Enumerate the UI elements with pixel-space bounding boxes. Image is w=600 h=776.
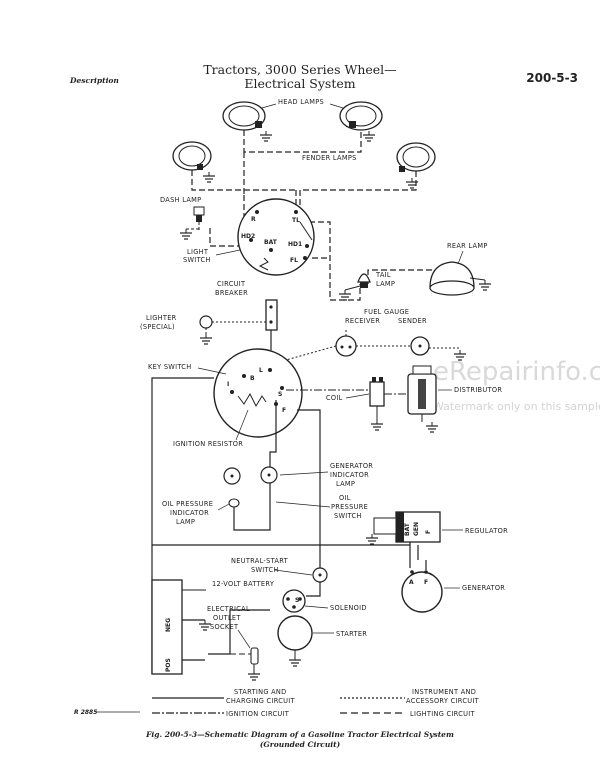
generator-indicator-label-3: LAMP bbox=[336, 480, 355, 488]
solenoid-label: SOLENOID bbox=[330, 604, 367, 612]
coil-label: COIL bbox=[326, 394, 343, 402]
electrical-outlet-socket bbox=[230, 647, 261, 681]
terminal-f: F bbox=[282, 407, 286, 414]
fender-lamp-left bbox=[172, 141, 216, 183]
terminal-fl: FL bbox=[290, 257, 298, 264]
legend-starting-2: CHARGING CIRCUIT bbox=[226, 697, 296, 705]
terminal-tl: TL bbox=[292, 217, 300, 224]
oil-pressure-indicator-label-2: INDICATOR bbox=[170, 509, 209, 517]
head-lamp-right bbox=[339, 101, 383, 142]
regulator-f: F bbox=[425, 530, 432, 534]
regulator-label: REGULATOR bbox=[465, 527, 508, 535]
starter-label: STARTER bbox=[336, 630, 367, 638]
fender-lamps-label: FENDER LAMPS bbox=[302, 154, 357, 162]
watermark-note: Watermark only on this sample bbox=[433, 400, 600, 413]
regulator-bat: BAT bbox=[404, 522, 411, 536]
dash-lamp-label: DASH LAMP bbox=[160, 196, 201, 204]
outlet-label-2: OUTLET bbox=[213, 614, 241, 622]
regulator bbox=[365, 511, 441, 545]
terminal-b: B bbox=[250, 375, 255, 382]
fuel-gauge-label-1: FUEL GAUGE bbox=[364, 308, 409, 316]
section-label: Description bbox=[70, 76, 119, 85]
terminal-l: L bbox=[259, 367, 263, 374]
battery bbox=[151, 579, 212, 675]
ignition-resistor-label: IGNITION RESISTOR bbox=[173, 440, 243, 448]
light-switch-label-2: SWITCH bbox=[183, 256, 211, 264]
legend-starting-1: STARTING AND bbox=[234, 688, 287, 696]
outlet-label-1: ELECTRICAL bbox=[207, 605, 250, 613]
dash-lamp bbox=[179, 206, 205, 240]
neutral-start-switch bbox=[312, 567, 328, 583]
oil-pressure-indicator-lamp bbox=[223, 467, 241, 508]
page-number: 200-5-3 bbox=[526, 71, 578, 85]
key-switch-label: KEY SWITCH bbox=[148, 363, 191, 371]
tail-lamp bbox=[338, 273, 371, 301]
generator-indicator-label-2: INDICATOR bbox=[330, 471, 369, 479]
generator bbox=[401, 560, 443, 613]
circuit-breaker bbox=[265, 299, 278, 331]
light-switch-label-1: LIGHT bbox=[187, 248, 209, 256]
distributor-label: DISTRIBUTOR bbox=[454, 386, 502, 394]
circuit-breaker-label-1: CIRCUIT bbox=[217, 280, 246, 288]
sender-label: SENDER bbox=[398, 317, 427, 325]
lighter bbox=[199, 315, 266, 345]
lighter-label-2: (SPECIAL) bbox=[140, 323, 175, 331]
page-title-line-2: Electrical System bbox=[244, 76, 356, 91]
neutral-start-label-2: SWITCH bbox=[251, 566, 279, 574]
lighting-circuit-wiring bbox=[191, 130, 440, 301]
legend bbox=[152, 697, 405, 714]
legend-lighting: LIGHTING CIRCUIT bbox=[410, 710, 475, 718]
regulator-gen: GEN bbox=[413, 522, 420, 536]
light-switch bbox=[237, 198, 315, 276]
terminal-r: R bbox=[251, 216, 256, 223]
outlet-label-3: SOCKET bbox=[210, 623, 239, 631]
oil-pressure-switch-label-3: SWITCH bbox=[334, 512, 362, 520]
head-lamps-label: HEAD LAMPS bbox=[278, 98, 324, 106]
generator-label: GENERATOR bbox=[462, 584, 505, 592]
oil-pressure-switch-label-2: PRESSURE bbox=[331, 503, 368, 511]
fuel-gauge-label-2: RECEIVER bbox=[345, 317, 380, 325]
generator-a: A bbox=[409, 579, 414, 586]
starter bbox=[277, 615, 313, 667]
fuel-gauge-sender bbox=[410, 336, 467, 361]
legend-instrument-2: ACCESSORY CIRCUIT bbox=[406, 697, 480, 705]
terminal-s: S bbox=[278, 391, 282, 398]
key-switch bbox=[213, 348, 303, 438]
oil-pressure-indicator-label-3: LAMP bbox=[176, 518, 195, 526]
generator-f: F bbox=[424, 579, 428, 586]
legend-instrument-1: INSTRUMENT AND bbox=[412, 688, 476, 696]
page-title-line-1: Tractors, 3000 Series Wheel— bbox=[203, 62, 397, 77]
generator-indicator-lamp bbox=[260, 466, 278, 484]
oil-pressure-switch-label-1: OIL bbox=[339, 494, 351, 502]
rear-lamp bbox=[429, 261, 492, 296]
legend-ignition: IGNITION CIRCUIT bbox=[226, 710, 290, 718]
circuit-breaker-label-2: BREAKER bbox=[215, 289, 248, 297]
distributor bbox=[384, 365, 439, 433]
battery-neg: NEG bbox=[165, 618, 172, 632]
figure-caption-sub: (Grounded Circuit) bbox=[259, 740, 341, 749]
watermark-text: eRepairinfo.com bbox=[433, 357, 600, 387]
tail-lamp-label-1: TAIL bbox=[375, 271, 391, 279]
fuel-gauge-receiver bbox=[335, 335, 357, 357]
solenoid bbox=[282, 589, 306, 613]
solenoid-s: S bbox=[295, 597, 299, 604]
tail-lamp-label-2: LAMP bbox=[376, 280, 395, 288]
figure-ref-code: R 2885 bbox=[74, 709, 97, 716]
terminal-hd1: HD1 bbox=[288, 241, 302, 248]
terminal-hd2: HD2 bbox=[241, 233, 255, 240]
neutral-start-label-1: NEUTRAL-START bbox=[231, 557, 289, 565]
figure-caption: Fig. 200-5-3—Schematic Diagram of a Gaso… bbox=[146, 730, 454, 739]
lighter-label-1: LIGHTER bbox=[146, 314, 177, 322]
battery-pos: POS bbox=[165, 658, 172, 672]
terminal-bat: BAT bbox=[264, 239, 278, 246]
rear-lamp-label: REAR LAMP bbox=[447, 242, 488, 250]
generator-indicator-label-1: GENERATOR bbox=[330, 462, 373, 470]
terminal-i: I bbox=[227, 381, 229, 388]
ignition-coil bbox=[369, 377, 385, 431]
battery-label: 12-VOLT BATTERY bbox=[212, 580, 275, 588]
head-lamp-left bbox=[222, 101, 273, 142]
oil-pressure-indicator-label-1: OIL PRESSURE bbox=[162, 500, 213, 508]
